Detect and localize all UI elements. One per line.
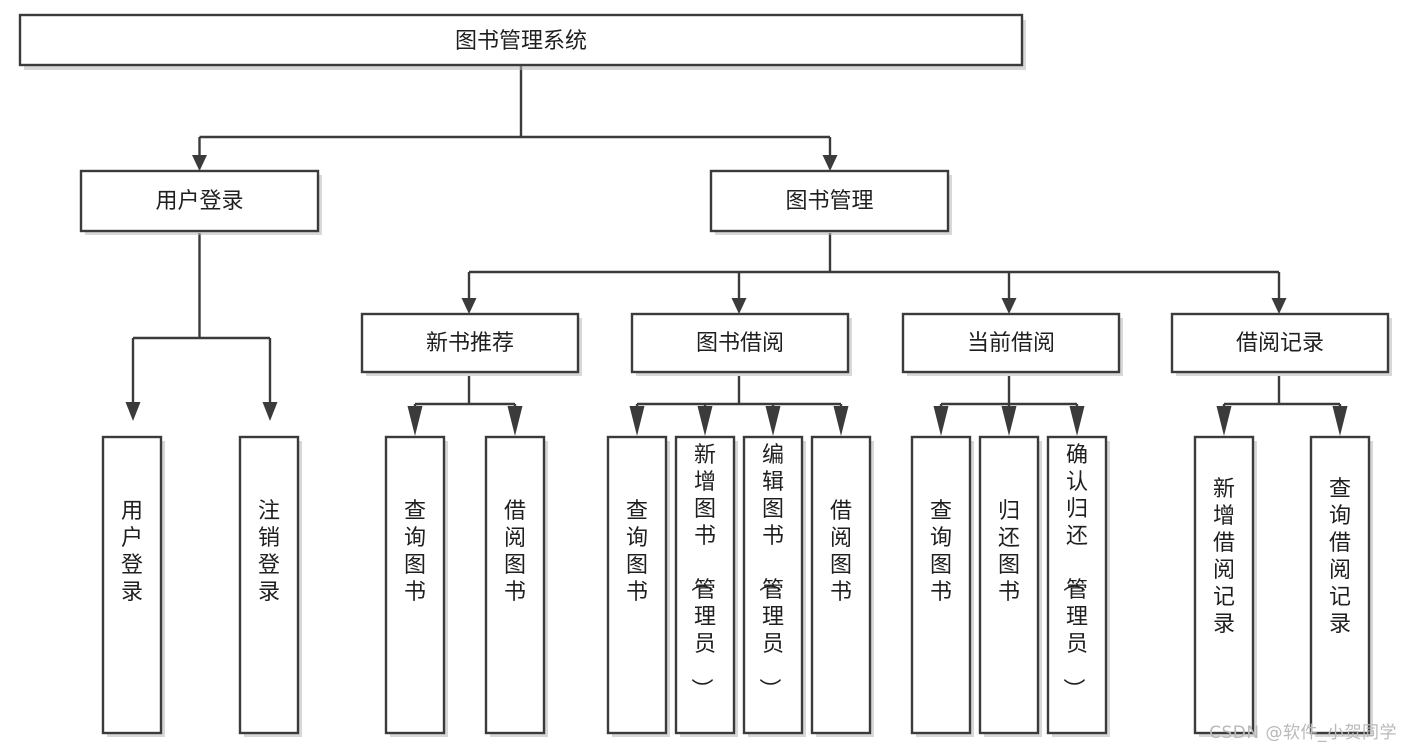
node-leaf-6-box[interactable]: [674, 435, 736, 735]
arrow-head-leaf-5: [629, 406, 645, 436]
node-leaf-2[interactable]: 注销登录: [238, 435, 302, 737]
arrow-head-leaf-7: [765, 406, 781, 436]
node-leaf-9-label: 查询图书: [930, 499, 952, 605]
node-leaf-6[interactable]: 新增图书（管理员）: [674, 435, 738, 737]
node-leaf-5[interactable]: 查询图书: [606, 435, 670, 737]
node-bookmgmt-box[interactable]: [709, 169, 950, 233]
arrow-head-borrow: [731, 298, 747, 314]
node-leaf-11-label: 确认归还（管理员）: [1060, 443, 1088, 700]
arrow-head-leaf-11: [1069, 406, 1085, 436]
arrow-head-leaf-6: [697, 406, 713, 436]
node-leaf-7[interactable]: 编辑图书（管理员）: [742, 435, 806, 737]
node-leaf-2-box[interactable]: [238, 435, 300, 735]
csdn-watermark: CSDN @软件_小贺同学: [1209, 723, 1397, 743]
node-borrow[interactable]: 图书借阅: [630, 312, 852, 376]
node-newbook-box[interactable]: [360, 312, 580, 374]
arrow-head-newbook: [461, 298, 477, 314]
node-leaf-13-label: 查询借阅记录: [1329, 477, 1351, 637]
node-leaf-4[interactable]: 借阅图书: [484, 435, 548, 737]
node-records-label: 借阅记录: [1236, 331, 1324, 356]
node-root-box[interactable]: [18, 13, 1024, 67]
node-leaf-9[interactable]: 查询图书: [910, 435, 974, 737]
node-leaf-1-box[interactable]: [101, 435, 163, 735]
node-leaf-10-label: 归还图书: [998, 499, 1020, 605]
node-leaf-11[interactable]: 确认归还（管理员）: [1046, 435, 1110, 737]
arrow-head-bookmgmt: [822, 155, 838, 171]
node-leaf-8-box[interactable]: [810, 435, 872, 735]
node-leaf-12[interactable]: 新增借阅记录: [1193, 435, 1257, 737]
node-layer: 图书管理系统 用户登录 图书管理 新书推荐: [18, 13, 1392, 737]
arrow-head-leaf-9: [933, 406, 949, 436]
node-leaf-3-label: 查询图书: [404, 499, 426, 605]
arrow-head-leaf-2: [262, 402, 278, 421]
node-leaf-4-label: 借阅图书: [504, 499, 526, 605]
node-leaf-10[interactable]: 归还图书: [978, 435, 1042, 737]
node-login-box[interactable]: [79, 169, 320, 233]
node-leaf-2-label: 注销登录: [258, 499, 280, 605]
arrow-head-leaf-1: [125, 402, 141, 421]
node-current[interactable]: 当前借阅: [901, 312, 1123, 376]
node-newbook-label: 新书推荐: [426, 331, 514, 356]
node-leaf-7-label: 编辑图书（管理员）: [756, 443, 784, 700]
arrow-head-records: [1271, 298, 1287, 314]
node-leaf-8-label: 借阅图书: [830, 499, 852, 605]
node-leaf-7-box[interactable]: [742, 435, 804, 735]
arrow-head-leaf-8: [833, 406, 849, 436]
node-leaf-11-box[interactable]: [1046, 435, 1108, 735]
node-leaf-12-box[interactable]: [1193, 435, 1255, 735]
node-leaf-8[interactable]: 借阅图书: [810, 435, 874, 737]
node-leaf-13[interactable]: 查询借阅记录: [1309, 435, 1373, 737]
node-leaf-13-box[interactable]: [1309, 435, 1371, 735]
arrow-head-leaf-10: [1001, 406, 1017, 436]
arrow-head-leaf-13: [1332, 406, 1348, 436]
node-leaf-10-box[interactable]: [978, 435, 1040, 735]
node-leaf-3-box[interactable]: [384, 435, 446, 735]
arrow-head-leaf-12: [1216, 406, 1232, 436]
arrow-head-login: [192, 155, 207, 171]
node-leaf-1-label: 用户登录: [121, 499, 143, 605]
node-bookmgmt-label: 图书管理: [785, 189, 873, 214]
node-leaf-9-box[interactable]: [910, 435, 972, 735]
arrow-head-leaf-3: [407, 406, 423, 436]
node-root[interactable]: 图书管理系统: [18, 13, 1026, 70]
node-login-label: 用户登录: [155, 189, 243, 214]
node-leaf-12-label: 新增借阅记录: [1213, 477, 1235, 637]
node-records-box[interactable]: [1170, 312, 1390, 374]
node-leaf-5-label: 查询图书: [626, 499, 648, 605]
node-current-box[interactable]: [901, 312, 1121, 374]
node-root-label: 图书管理系统: [455, 29, 587, 54]
node-borrow-box[interactable]: [630, 312, 850, 374]
node-records[interactable]: 借阅记录: [1170, 312, 1392, 376]
node-leaf-5-box[interactable]: [606, 435, 668, 735]
node-current-label: 当前借阅: [967, 331, 1055, 356]
node-leaf-4-box[interactable]: [484, 435, 546, 735]
node-leaf-3[interactable]: 查询图书: [384, 435, 448, 737]
node-leaf-1[interactable]: 用户登录: [101, 435, 165, 737]
edge-layer: [125, 66, 1348, 436]
node-newbook[interactable]: 新书推荐: [360, 312, 582, 376]
node-bookmgmt[interactable]: 图书管理: [709, 169, 952, 235]
node-leaf-6-label: 新增图书（管理员）: [688, 443, 716, 700]
arrow-head-leaf-4: [507, 406, 523, 436]
node-login[interactable]: 用户登录: [79, 169, 322, 235]
arrow-head-current: [1001, 298, 1017, 314]
node-borrow-label: 图书借阅: [696, 331, 784, 356]
